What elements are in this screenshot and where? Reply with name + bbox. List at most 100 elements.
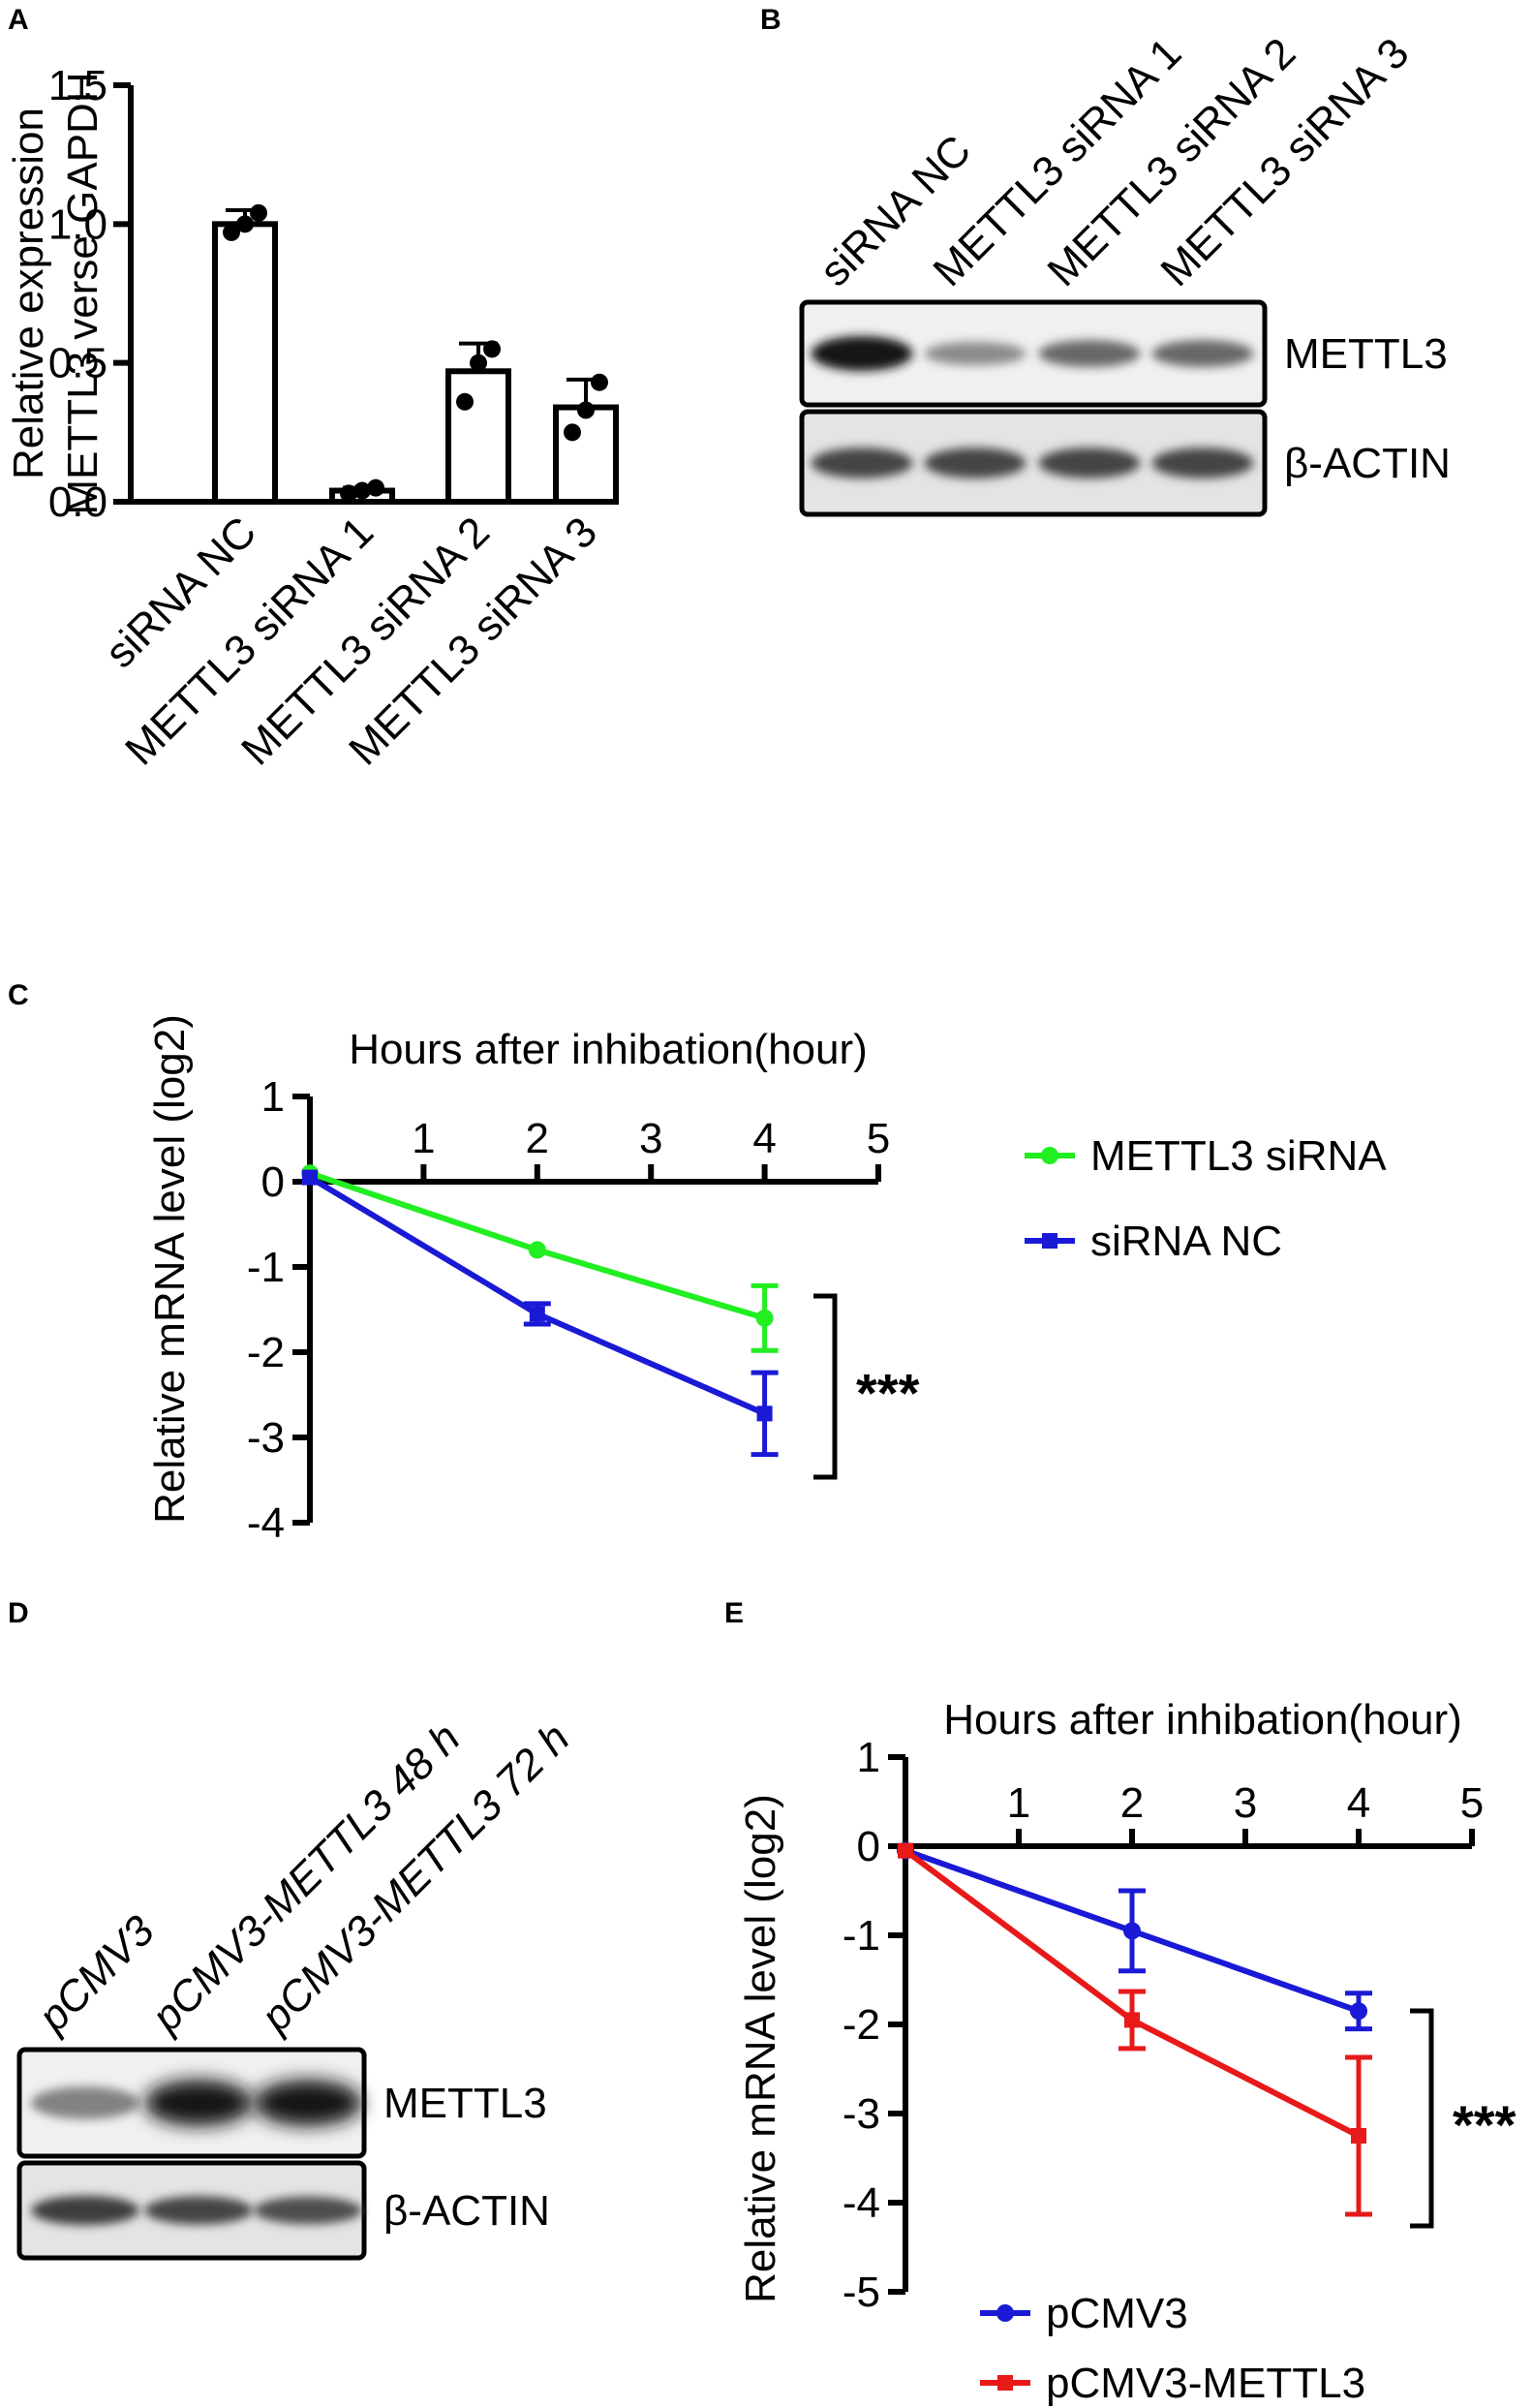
chart-e-x-tick-label: 5 xyxy=(1460,1779,1484,1827)
chart-e-axis-title: Hours after inhibation(hour) xyxy=(943,1696,1462,1744)
a-bar xyxy=(553,404,619,505)
chart-c-marker xyxy=(529,1306,545,1322)
blot-d-band xyxy=(144,2196,253,2225)
chart-e-significance-label: *** xyxy=(1453,2094,1517,2155)
chart-e-y-tick-label: -1 xyxy=(843,1912,880,1960)
chart-e-y-axis-title: Relative mRNA level (log2) xyxy=(737,1794,784,2303)
chart-c-significance-bracket xyxy=(813,1293,838,1480)
blot-b-band xyxy=(924,341,1026,366)
blot-b-band xyxy=(1151,340,1254,367)
blot-b-box xyxy=(799,409,1268,517)
chart-e-legend-label: pCMV3 xyxy=(1046,2290,1188,2337)
chart-e-y-tick-label: -4 xyxy=(843,2179,880,2227)
chart-c-x-tick-label: 3 xyxy=(639,1115,662,1162)
chart-e-x-tick-label: 1 xyxy=(1007,1779,1030,1827)
chart-e-significance-bracket xyxy=(1410,2008,1434,2229)
blot-d-band xyxy=(31,2195,139,2226)
chart-c-x-tick-label: 4 xyxy=(752,1115,776,1162)
blot-b-box xyxy=(799,299,1268,408)
blot-d-band-label: β-ACTIN xyxy=(383,2187,550,2235)
a-data-point xyxy=(456,392,474,411)
chart-c-y-tick-label: 0 xyxy=(261,1158,285,1206)
chart-c-significance-label: *** xyxy=(856,1363,920,1424)
chart-c-legend-label: METTL3 siRNA xyxy=(1090,1132,1387,1180)
chart-c-y-tick-label: -2 xyxy=(247,1329,285,1376)
a-y-tick-label: 0.0 xyxy=(48,479,107,526)
a-y-tick-label: 1.0 xyxy=(48,201,107,248)
a-data-point xyxy=(340,484,357,503)
chart-c-y-tick-label: 1 xyxy=(261,1073,285,1121)
chart-e-x-tick-label: 4 xyxy=(1347,1779,1370,1827)
chart-c-marker xyxy=(528,1241,546,1259)
chart-c-marker xyxy=(755,1309,774,1327)
chart-c-y-tick-label: -4 xyxy=(247,1499,285,1547)
panel-letter-c: C xyxy=(8,979,29,1011)
chart-c-marker xyxy=(302,1169,318,1186)
blot-b-band-label: β-ACTIN xyxy=(1284,440,1451,487)
chart-e-x-tick-label: 3 xyxy=(1234,1779,1257,1827)
blot-d-band-label: METTL3 xyxy=(383,2080,547,2127)
a-data-point xyxy=(577,401,595,419)
blot-d-band xyxy=(254,2080,362,2126)
blot-b-band xyxy=(1038,448,1141,479)
blot-d-band xyxy=(31,2086,139,2119)
chart-e-marker xyxy=(1351,2128,1366,2144)
blot-b-band xyxy=(1038,340,1141,367)
chart-e-marker xyxy=(1124,2012,1140,2028)
blot-b-band xyxy=(811,448,913,479)
chart-c-y-tick-label: -1 xyxy=(247,1244,285,1291)
chart-e-marker xyxy=(1123,1922,1141,1940)
blot-b-band xyxy=(924,448,1026,479)
panel-letter-a: A xyxy=(8,4,29,36)
chart-e-y-tick-label: -5 xyxy=(843,2269,880,2316)
chart-c-legend-marker xyxy=(1041,1147,1058,1164)
a-y-tick-label: 1.5 xyxy=(48,62,107,109)
blot-b-band-label: METTL3 xyxy=(1284,330,1448,378)
chart-c-x-tick-label: 5 xyxy=(867,1115,890,1162)
a-bar xyxy=(212,221,278,505)
chart-e-y-tick-label: -3 xyxy=(843,2090,880,2138)
a-y-axis-title: Relative expression xyxy=(5,108,52,479)
chart-c-x-tick-label: 2 xyxy=(526,1115,549,1162)
chart-c-line-chart: 1 0 -1 -2 -3 -4 1 2 3 4 5 Hours after inhibation(ho… xyxy=(146,1014,1387,1547)
blot-b-band xyxy=(1151,448,1254,479)
blot-b-band xyxy=(811,336,913,371)
chart-c-legend-marker xyxy=(1042,1233,1057,1249)
panel-letter-d: D xyxy=(8,1597,29,1629)
blot-d-band xyxy=(144,2080,253,2126)
blot-d-band xyxy=(254,2196,362,2225)
chart-c-x-tick-label: 1 xyxy=(412,1115,435,1162)
chart-c-axis-title: Hours after inhibation(hour) xyxy=(349,1026,868,1073)
a-data-point xyxy=(483,340,501,358)
chart-e-marker xyxy=(898,1842,913,1859)
a-data-point xyxy=(564,423,581,442)
chart-c-y-axis-title: Relative mRNA level (log2) xyxy=(146,1014,194,1524)
a-bar xyxy=(445,368,511,505)
a-data-point xyxy=(367,479,384,497)
chart-c-marker xyxy=(756,1405,773,1422)
chart-c-y-tick-label: -3 xyxy=(247,1414,285,1462)
panel-letter-e: E xyxy=(724,1597,744,1629)
a-data-point xyxy=(470,354,487,372)
a-data-point xyxy=(353,481,371,500)
chart-e-y-tick-label: -2 xyxy=(843,2001,880,2049)
a-y-axis-title: METTL3 verse GAPDH xyxy=(59,72,107,514)
chart-e-y-tick-label: 1 xyxy=(857,1734,880,1781)
chart-e-legend-label: pCMV3-METTL3 xyxy=(1046,2360,1365,2407)
chart-e-y-tick-label: 0 xyxy=(857,1823,880,1870)
a-data-point xyxy=(591,373,608,391)
chart-e-legend-marker xyxy=(996,2304,1014,2322)
chart-c-legend-label: siRNA NC xyxy=(1090,1218,1282,1265)
a-data-point xyxy=(250,203,267,222)
chart-e-marker xyxy=(1350,2002,1367,2021)
a-y-tick-label: 0.5 xyxy=(48,340,107,387)
panel-letter-b: B xyxy=(760,4,781,36)
blot-d-column-label: pCMV3 xyxy=(28,1906,164,2042)
a-data-point xyxy=(223,223,240,241)
a-data-point xyxy=(236,215,254,233)
